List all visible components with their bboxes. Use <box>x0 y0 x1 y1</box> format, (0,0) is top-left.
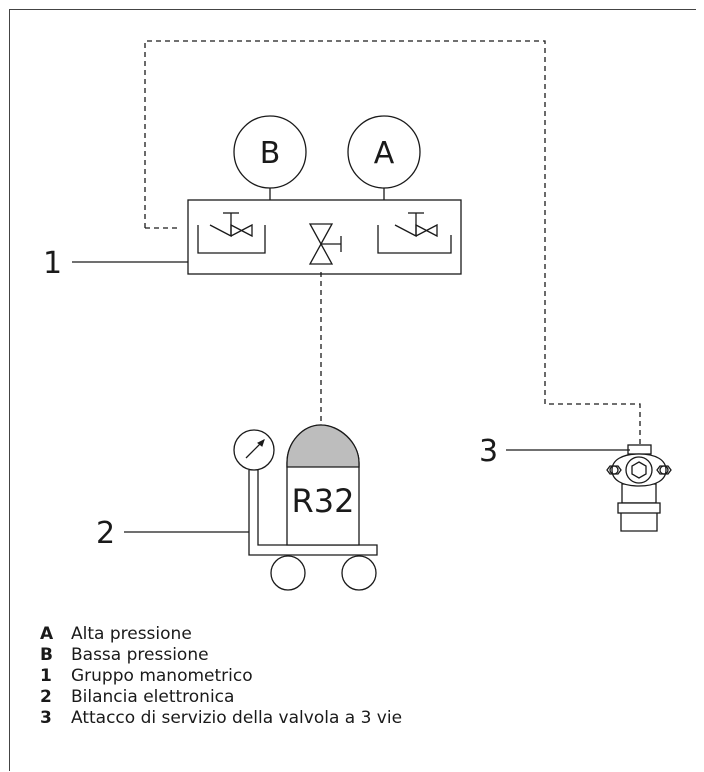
left-valve-icon <box>197 212 266 254</box>
legend-key: B <box>40 645 53 665</box>
scale-gauge-icon <box>233 429 275 471</box>
gauge-b-label: B <box>260 136 281 171</box>
legend-item: 3 Attacco di servizio della valvola a 3 … <box>40 708 402 729</box>
legend-text: Bilancia elettronica <box>71 687 235 707</box>
service-valve-icon <box>606 444 672 532</box>
left-wheel <box>270 555 306 591</box>
gauge-a-label: A <box>374 136 395 171</box>
figure-frame <box>9 9 696 771</box>
legend-text: Attacco di servizio della valvola a 3 vi… <box>71 708 403 728</box>
legend-item: A Alta pressione <box>40 624 402 645</box>
legend-text: Bassa pressione <box>71 645 209 665</box>
right-valve-icon <box>377 212 452 254</box>
callout-1-label: 1 <box>43 246 62 281</box>
legend-key: 3 <box>40 708 52 728</box>
callout-2-label: 2 <box>96 516 115 551</box>
legend-key: A <box>40 624 54 644</box>
legend-item: 1 Gruppo manometrico <box>40 666 402 687</box>
right-wheel <box>341 555 377 591</box>
legend-text: Gruppo manometrico <box>71 666 253 686</box>
tank-label: R32 <box>292 482 355 520</box>
legend-key: 1 <box>40 666 52 686</box>
manifold-block <box>187 199 462 275</box>
cylinder-cap <box>286 424 360 468</box>
refrigerant-charging-diagram: B A 1 2 3 R32 <box>43 40 672 591</box>
center-valve-icon <box>308 223 342 265</box>
legend-text: Alta pressione <box>71 624 192 644</box>
electronic-scale <box>233 429 378 591</box>
callout-3-label: 3 <box>479 434 498 469</box>
legend-item: B Bassa pressione <box>40 645 402 666</box>
dashed-hose-to-service-valve <box>144 40 641 445</box>
legend: A Alta pressione B Bassa pressione 1 Gru… <box>40 624 402 729</box>
legend-key: 2 <box>40 687 52 707</box>
legend-item: 2 Bilancia elettronica <box>40 687 402 708</box>
refrigerant-cylinder <box>286 424 360 546</box>
